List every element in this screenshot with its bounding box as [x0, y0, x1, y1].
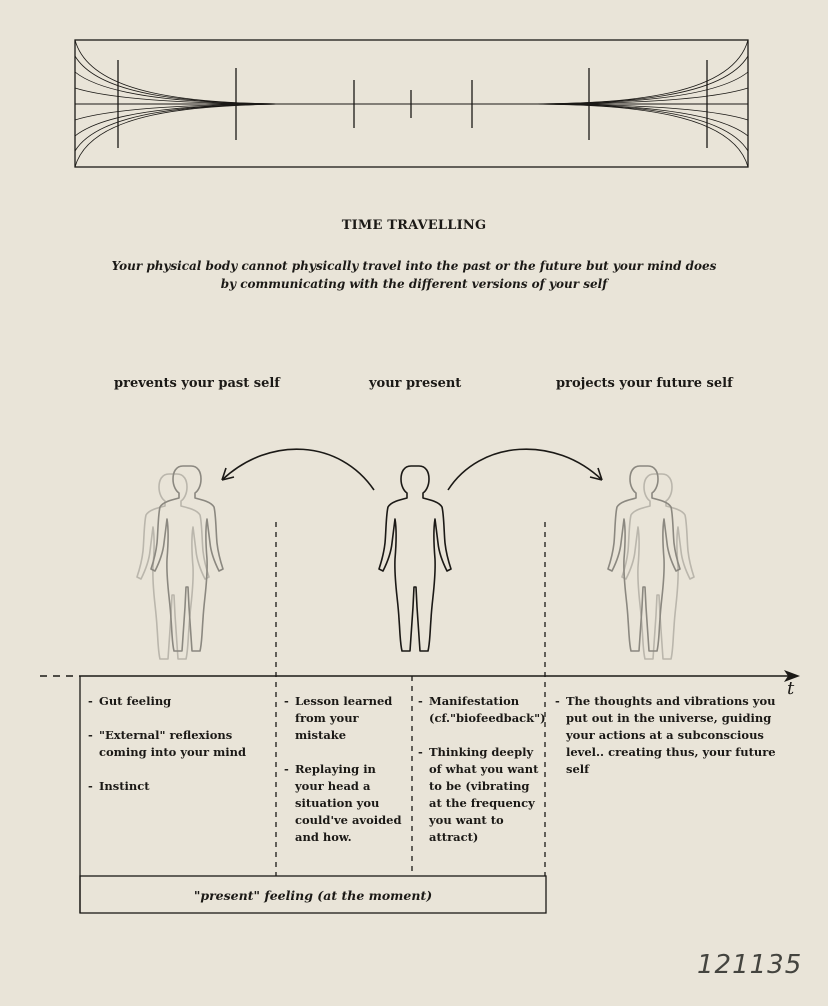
column-future: The thoughts and vibrations you put out …	[555, 693, 785, 795]
list-item: Replaying in your head a situation you c…	[284, 761, 408, 846]
column-manifest: Manifestation (cf."biofeedback") Thinkin…	[418, 693, 542, 863]
axis-label-t: t	[787, 678, 794, 699]
past-self-figure	[137, 466, 223, 659]
column-past: Gut feeling "External" reflexions coming…	[88, 693, 272, 812]
handwritten-date: 121135	[697, 950, 802, 980]
present-self-figure	[379, 466, 451, 651]
present-feeling-label: "present" feeling (at the moment)	[80, 888, 546, 903]
list-item: Manifestation (cf."biofeedback")	[418, 693, 542, 727]
list-item: Lesson learned from your mistake	[284, 693, 408, 744]
list-item: Instinct	[88, 778, 272, 795]
list-item: The thoughts and vibrations you put out …	[555, 693, 785, 778]
list-item: Gut feeling	[88, 693, 272, 710]
arrow-to-past	[222, 449, 374, 490]
list-item: "External" reflexions coming into your m…	[88, 727, 272, 761]
list-item: Thinking deeply of what you want to be (…	[418, 744, 542, 846]
arrow-to-future	[448, 449, 602, 490]
column-lesson: Lesson learned from your mistake Replayi…	[284, 693, 408, 863]
future-self-figure	[608, 466, 694, 659]
